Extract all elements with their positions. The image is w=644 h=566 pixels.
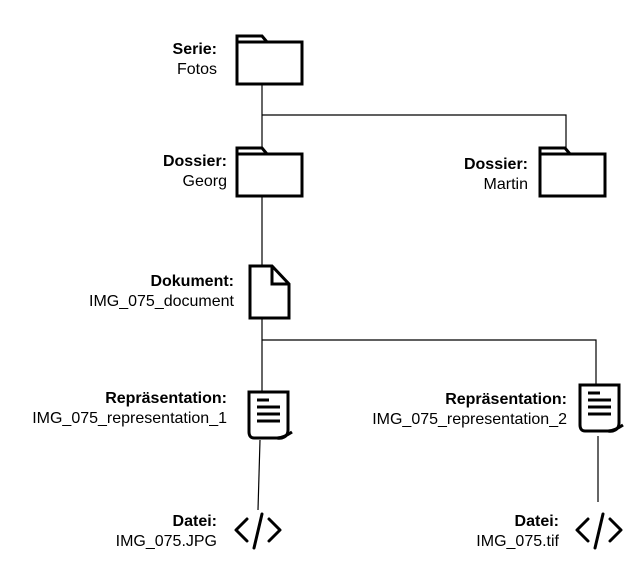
folder-icon [235,34,304,86]
dossier-martin-label: Dossier: Martin [464,155,528,195]
dokument-value: IMG_075_document [89,293,234,310]
representation-1-value: IMG_075_representation_1 [32,410,227,427]
scroll-icon [247,390,293,440]
connector-dokument-rep2 [262,339,597,385]
datei-1-label: Datei: IMG_075.JPG [116,512,217,552]
representation-2-label: Repräsentation: IMG_075_representation_2 [372,390,567,430]
dossier-georg-value: Georg [182,173,227,190]
datei-2-label: Datei: IMG_075.tif [476,512,559,552]
folder-icon [538,146,607,198]
representation-2-key: Repräsentation: [445,391,567,408]
representation-1-label: Repräsentation: IMG_075_representation_1 [32,389,227,429]
serie-label: Serie: Fotos [173,40,217,80]
scroll-icon [578,383,624,433]
document-icon [248,264,291,320]
datei-2-value: IMG_075.tif [476,533,559,550]
dokument-key: Dokument: [150,273,234,290]
connector-lines [257,84,599,511]
dossier-georg-label: Dossier: Georg [163,152,227,192]
datei-1-key: Datei: [172,513,217,530]
datei-2-key: Datei: [514,513,559,530]
folder-icon [235,146,304,198]
connector-rep1-datei1 [257,439,261,511]
code-icon [234,512,282,550]
dossier-martin-value: Martin [483,176,528,193]
dokument-label: Dokument: IMG_075_document [89,272,234,312]
dossier-georg-key: Dossier: [162,153,227,170]
representation-1-key: Repräsentation: [105,390,227,407]
connector-serie-dossier2 [262,114,567,150]
serie-key: Serie: [172,41,217,58]
dossier-martin-key: Dossier: [463,156,528,173]
code-icon [575,512,623,550]
datei-1-value: IMG_075.JPG [115,533,217,550]
serie-value: Fotos [176,61,217,78]
representation-2-value: IMG_075_representation_2 [372,411,567,428]
